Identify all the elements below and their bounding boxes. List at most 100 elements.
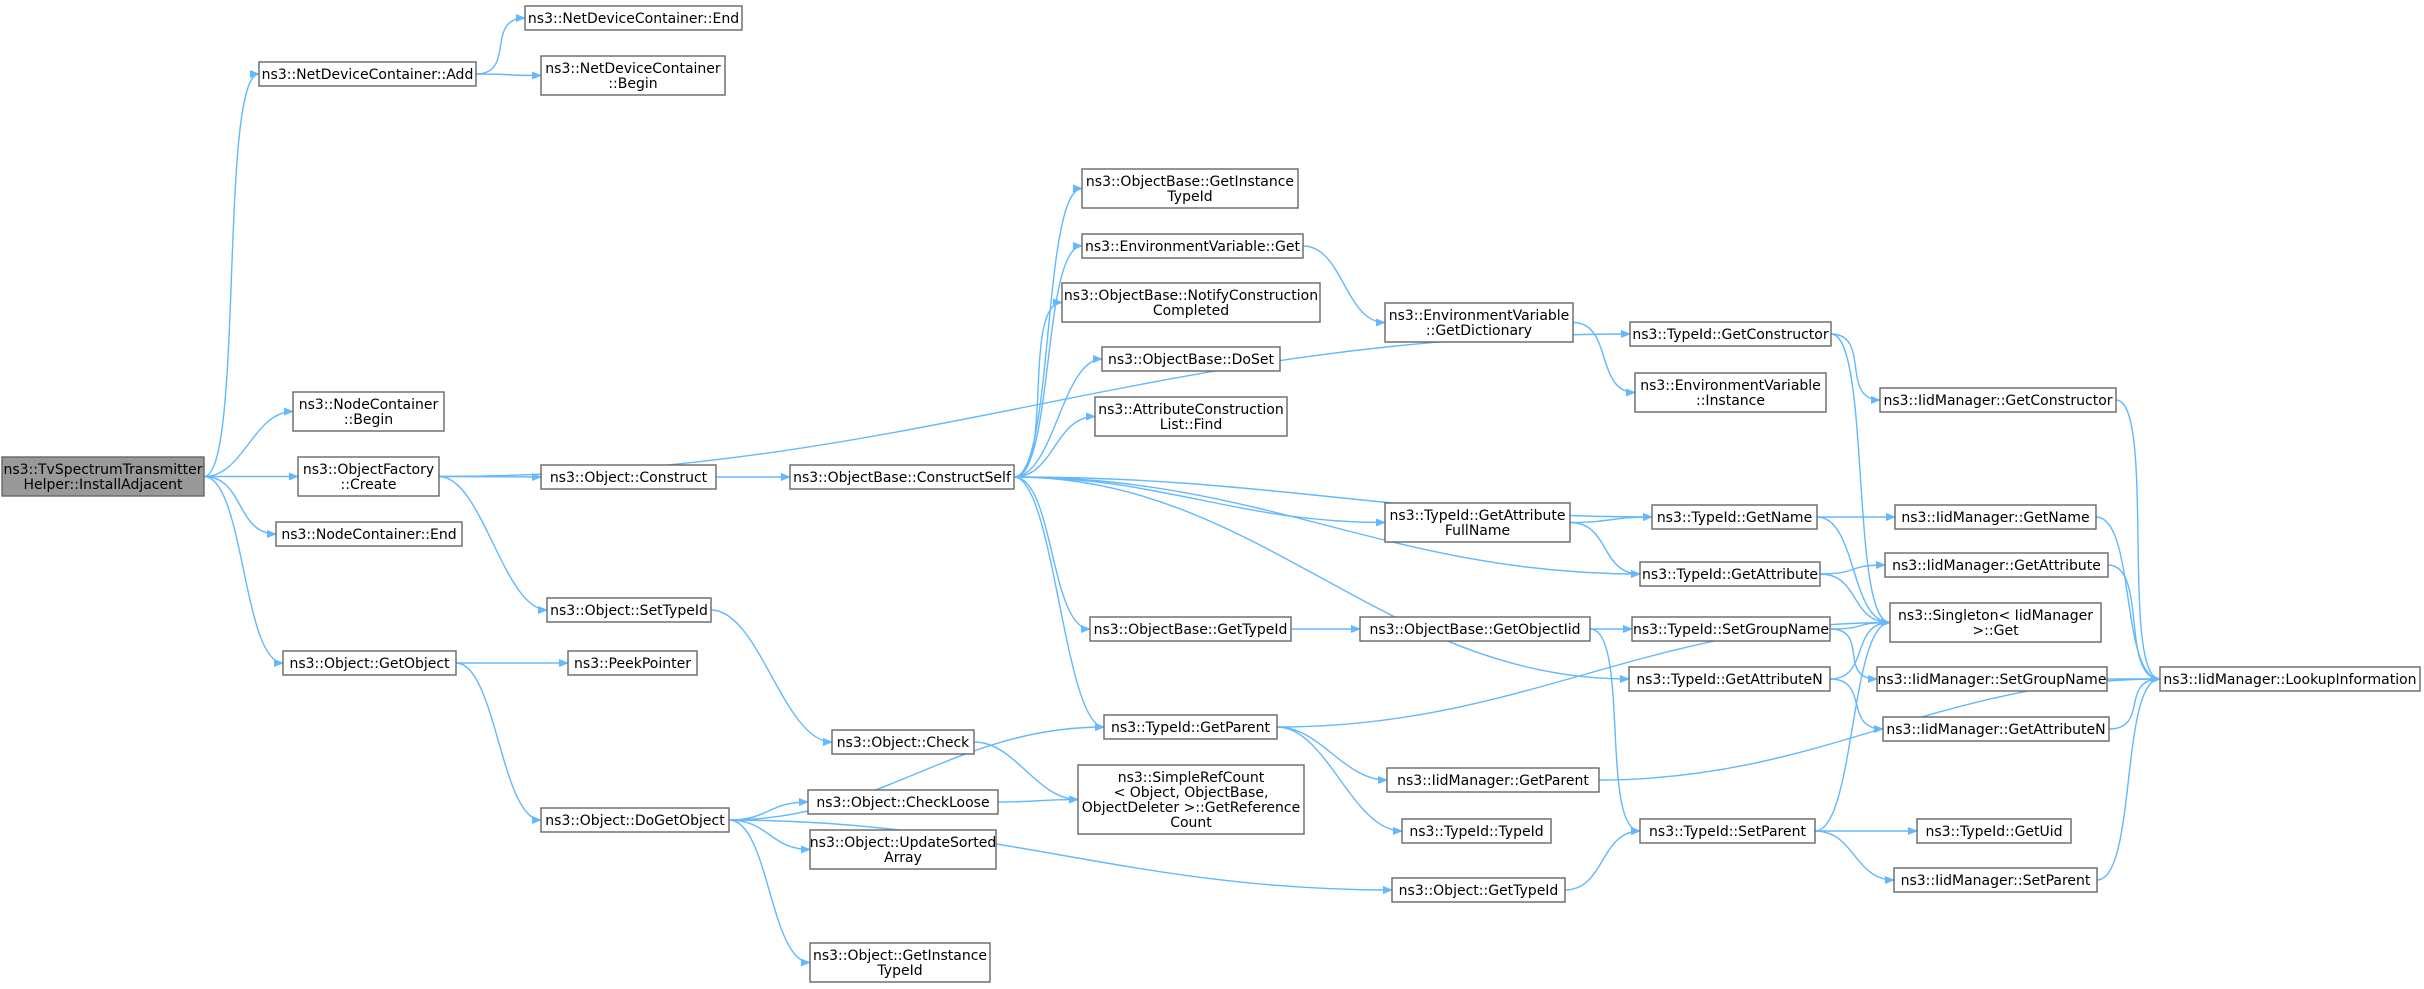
edge-ob_constructself-to-tid_getattribute	[1013, 476, 1641, 578]
edge-tid_getparent-to-iid_getparent	[1276, 726, 1388, 784]
edge-obj_checkloose-to-src	[997, 795, 1079, 804]
node-box	[1884, 552, 2109, 578]
node-label-line: ns3::TvSpectrumTransmitter	[3, 462, 202, 478]
node-tid-setgroupname[interactable]: ns3::TypeId::SetGroupName	[1631, 616, 1831, 642]
node-label-line: List::Find	[1160, 417, 1223, 433]
node-label-line: ns3::TypeId::GetAttributeN	[1636, 672, 1822, 688]
node-tid-getattribute[interactable]: ns3::TypeId::GetAttribute	[1639, 561, 1821, 587]
node-label-line: ns3::Object::SetTypeId	[550, 603, 708, 619]
node-obj-check[interactable]: ns3::Object::Check	[831, 729, 975, 755]
node-singleton-get[interactable]: ns3::Singleton< IidManager >::Get	[1889, 602, 2102, 643]
edge-tid_getconstructor-to-singleton_get	[1830, 333, 1891, 627]
node-box	[1103, 714, 1278, 740]
node-tid-getattributen[interactable]: ns3::TypeId::GetAttributeN	[1628, 666, 1831, 692]
node-ev-get[interactable]: ns3::EnvironmentVariable::Get	[1081, 233, 1304, 259]
node-obj-settypeid[interactable]: ns3::Object::SetTypeId	[546, 597, 712, 623]
node-box	[1876, 666, 2108, 692]
node-tid-getconstructor[interactable]: ns3::TypeId::GetConstructor	[1629, 321, 1832, 347]
node-tid-getparent[interactable]: ns3::TypeId::GetParent	[1103, 714, 1278, 740]
node-obj-gettypeid[interactable]: ns3::Object::GetTypeId	[1391, 877, 1566, 903]
node-box	[1629, 321, 1832, 347]
edge-obj_getobject-to-obj_dogetobject	[455, 662, 542, 824]
edge-obj_dogetobject-to-obj_updatesorted	[728, 819, 811, 854]
node-label-line: ns3::Object::CheckLoose	[816, 795, 989, 811]
node-obj-construct[interactable]: ns3::Object::Construct	[540, 464, 717, 490]
node-ob-gettypeid[interactable]: ns3::ObjectBase::GetTypeId	[1089, 616, 1292, 642]
node-box	[1882, 716, 2110, 742]
node-iid-getattribute[interactable]: ns3::IidManager::GetAttribute	[1884, 552, 2109, 578]
node-label-line: ns3::EnvironmentVariable::Get	[1085, 239, 1300, 255]
node-box	[1077, 764, 1305, 835]
edge-root-to-nc_begin	[203, 407, 294, 478]
node-ob-getobjectiid[interactable]: ns3::ObjectBase::GetObjectIid	[1359, 616, 1591, 642]
node-label-line: ns3::Object::GetInstance	[813, 948, 987, 964]
node-box	[831, 729, 975, 755]
node-nc-begin[interactable]: ns3::NodeContainer::Begin	[292, 391, 445, 432]
node-iid-setgroupname[interactable]: ns3::IidManager::SetGroupName	[1876, 666, 2108, 692]
edge-obj_settypeid-to-obj_check	[710, 609, 833, 746]
node-tid-getname[interactable]: ns3::TypeId::GetName	[1651, 504, 1818, 530]
node-label-line: ns3::ObjectBase::NotifyConstruction	[1064, 288, 1318, 304]
node-label-line: ns3::ObjectBase::GetObjectIid	[1369, 622, 1580, 638]
node-ob-doset[interactable]: ns3::ObjectBase::DoSet	[1101, 346, 1281, 372]
node-label-line: >::Get	[1972, 623, 2019, 639]
node-label-line: FullName	[1445, 523, 1510, 539]
node-ndc-add[interactable]: ns3::NetDeviceContainer::Add	[258, 61, 477, 87]
node-iid-getattributen[interactable]: ns3::IidManager::GetAttributeN	[1882, 716, 2110, 742]
edge-tid_setgroupname-to-iid_setgroupname	[1829, 628, 1878, 683]
node-tid-setparent[interactable]: ns3::TypeId::SetParent	[1639, 818, 1816, 844]
edge-tid_getparent-to-tid_typeid	[1276, 726, 1403, 835]
node-label-line: ns3::ObjectBase::GetTypeId	[1094, 622, 1288, 638]
edge-ob_constructself-to-ob_doset	[1013, 355, 1103, 478]
node-label-line: TypeId	[876, 963, 922, 979]
node-label-line: ns3::TypeId::TypeId	[1409, 824, 1543, 840]
edges-layer	[203, 14, 2161, 967]
node-label-line: ns3::TypeId::SetParent	[1649, 824, 1806, 840]
node-ev-instance[interactable]: ns3::EnvironmentVariable::Instance	[1634, 372, 1827, 413]
node-label-line: ns3::TypeId::SetGroupName	[1633, 622, 1829, 638]
node-iid-getparent[interactable]: ns3::IidManager::GetParent	[1386, 767, 1600, 793]
node-iid-getconstructor[interactable]: ns3::IidManager::GetConstructor	[1879, 387, 2117, 413]
node-label-line: ns3::ObjectBase::ConstructSelf	[793, 470, 1012, 486]
node-tid-typeid[interactable]: ns3::TypeId::TypeId	[1401, 818, 1552, 844]
edge-obj_dogetobject-to-tid_getparent	[728, 723, 1105, 821]
node-obj-checkloose[interactable]: ns3::Object::CheckLoose	[807, 789, 999, 815]
node-nc-end[interactable]: ns3::NodeContainer::End	[275, 521, 463, 547]
node-iid-setparent[interactable]: ns3::IidManager::SetParent	[1893, 867, 2098, 893]
node-box	[1359, 616, 1591, 642]
node-obj-getobject[interactable]: ns3::Object::GetObject	[282, 650, 457, 676]
node-ndc-end[interactable]: ns3::NetDeviceContainer::End	[524, 5, 743, 31]
node-box	[1089, 616, 1292, 642]
node-src[interactable]: ns3::SimpleRefCount< Object, ObjectBase,…	[1077, 764, 1305, 835]
edge-tid_getattributen-to-singleton_get	[1829, 618, 1891, 680]
node-label-line: ns3::TypeId::GetConstructor	[1632, 327, 1828, 343]
node-tid-getuid[interactable]: ns3::TypeId::GetUid	[1916, 818, 2072, 844]
edge-tid_getattrfullname-to-tid_getname	[1569, 513, 1653, 524]
node-iid-getname[interactable]: ns3::IidManager::GetName	[1894, 504, 2097, 530]
node-label-line: ns3::IidManager::LookupInformation	[2163, 672, 2416, 688]
edge-tid_getattribute-to-singleton_get	[1819, 573, 1891, 627]
node-label-line: ns3::IidManager::GetConstructor	[1883, 393, 2112, 409]
node-box	[546, 597, 712, 623]
node-ev-getdict[interactable]: ns3::EnvironmentVariable::GetDictionary	[1384, 302, 1574, 343]
node-label-line: ns3::NodeContainer::End	[281, 527, 456, 543]
node-obj-dogetobject[interactable]: ns3::Object::DoGetObject	[540, 807, 730, 833]
node-ob-notify[interactable]: ns3::ObjectBase::NotifyConstructionCompl…	[1061, 282, 1321, 323]
node-ob-constructself[interactable]: ns3::ObjectBase::ConstructSelf	[789, 464, 1015, 490]
edge-obj_check-to-src	[973, 741, 1079, 804]
node-box	[789, 464, 1015, 490]
node-iid-lookup[interactable]: ns3::IidManager::LookupInformation	[2159, 666, 2421, 692]
node-of-create[interactable]: ns3::ObjectFactory::Create	[297, 456, 440, 497]
node-peekpointer[interactable]: ns3::PeekPointer	[567, 650, 698, 676]
node-box	[275, 521, 463, 547]
node-label-line: ns3::EnvironmentVariable	[1389, 308, 1570, 324]
node-box	[1889, 602, 2102, 643]
node-ndc-begin[interactable]: ns3::NetDeviceContainer::Begin	[540, 55, 726, 96]
node-root[interactable]: ns3::TvSpectrumTransmitterHelper::Instal…	[1, 456, 205, 497]
node-box	[292, 391, 445, 432]
